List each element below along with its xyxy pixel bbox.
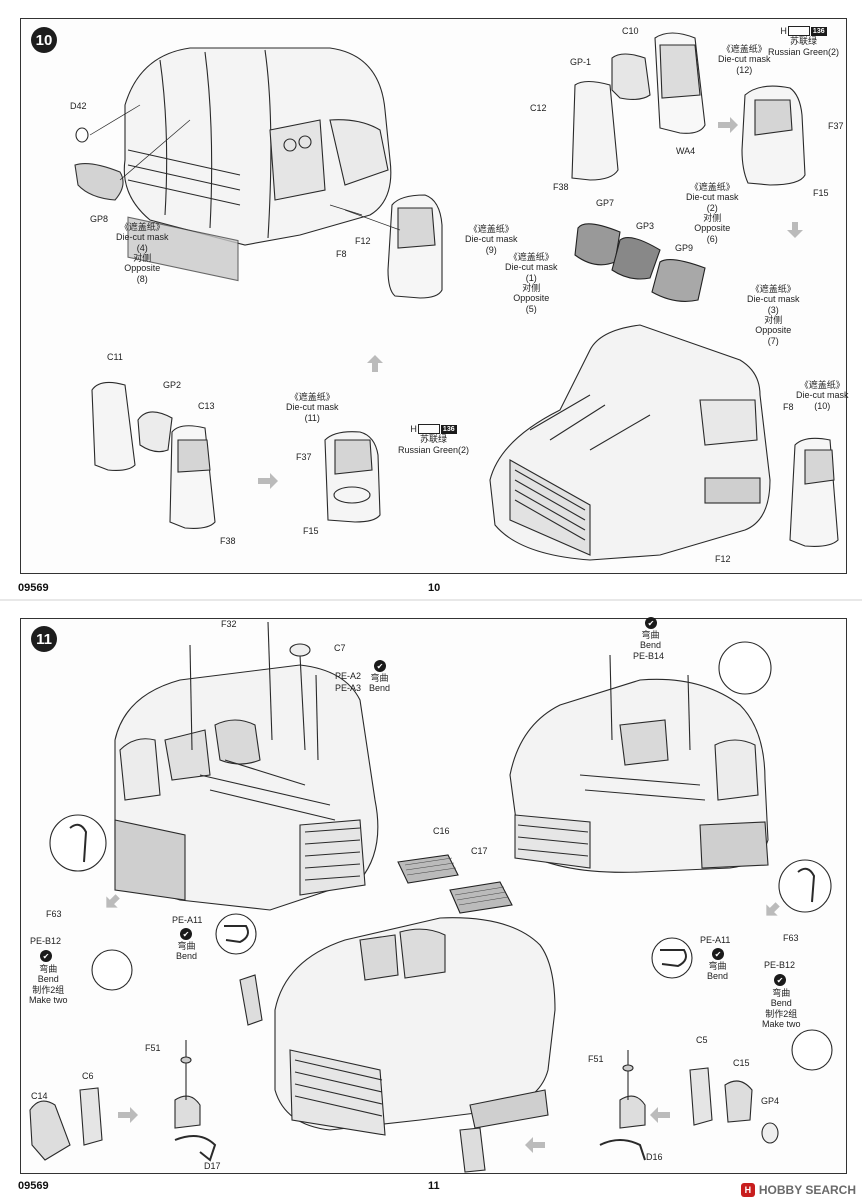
part-gp2: GP2: [163, 380, 182, 390]
part-d42: D42: [70, 101, 87, 111]
part-c6: C6: [82, 1071, 94, 1081]
part-d17: D17: [204, 1161, 221, 1171]
part-c7: C7: [334, 643, 346, 653]
part-f32: F32: [221, 619, 237, 629]
part-gp4: GP4: [761, 1096, 780, 1106]
part-c5: C5: [696, 1035, 708, 1045]
part-d16: D16: [646, 1152, 663, 1162]
part-c13: C13: [198, 401, 215, 411]
watermark-logo-icon: H: [740, 1183, 755, 1197]
part-c12: C12: [530, 103, 547, 113]
part-c16: C16: [433, 826, 450, 836]
part-gp3: GP3: [636, 221, 655, 231]
part-f63-left: F63: [46, 909, 62, 919]
mask-11: 《遮盖纸》Die-cut mask(11): [286, 392, 339, 423]
part-f37-left: F37: [296, 452, 312, 462]
mask-12: 《遮盖纸》Die-cut mask(12): [718, 44, 771, 75]
watermark: H HOBBY SEARCH: [740, 1183, 856, 1197]
part-f8-bottom: F8: [783, 402, 794, 412]
part-pe-b12-right: PE-B12: [764, 960, 796, 970]
part-f38-bottom: F38: [220, 536, 236, 546]
page-11: 11: [0, 600, 862, 1200]
bend-icon-right: ✔: [774, 974, 786, 986]
page-divider: [0, 599, 862, 601]
step-10-badge: 10: [31, 27, 57, 53]
part-pe-b12-left: PE-B12: [30, 936, 62, 946]
page-10: 10: [18, 18, 849, 594]
part-f12-bottom: F12: [715, 554, 731, 564]
part-pe-a3: PE-A3: [335, 683, 362, 693]
part-pe-a11-right: PE-A11: [700, 935, 731, 945]
part-f12-top: F12: [355, 236, 371, 246]
part-f38-top: F38: [553, 182, 569, 192]
mask-9: 《遮盖纸》Die-cut mask(9): [465, 224, 518, 255]
part-f51-left: F51: [145, 1043, 161, 1053]
part-c10: C10: [622, 26, 639, 36]
part-c11: C11: [107, 352, 123, 362]
part-gp8: GP8: [90, 214, 109, 224]
page-number-11: 11: [428, 1180, 440, 1192]
footer-code-10: 09569: [18, 582, 49, 594]
part-pe-a11-left: PE-A11: [172, 915, 203, 925]
mask-10: 《遮盖纸》Die-cut mask(10): [796, 380, 849, 411]
bend-icon-left: ✔: [40, 950, 52, 962]
part-pe-a2: PE-A2: [335, 671, 362, 681]
part-wa4: WA4: [676, 146, 696, 156]
part-c14: C14: [31, 1091, 48, 1101]
step-11-illustration: [29, 621, 833, 1173]
step-11-badge: 11: [31, 626, 57, 652]
part-gp9: GP9: [675, 243, 694, 253]
part-f8-top: F8: [336, 249, 347, 259]
part-f15-right: F15: [813, 188, 829, 198]
part-gp1: GP-1: [570, 57, 592, 67]
part-c15: C15: [733, 1058, 750, 1068]
part-f51-right: F51: [588, 1054, 604, 1064]
bend-icon-top-left: ✔: [374, 660, 386, 672]
step-10-illustration: [74, 32, 839, 561]
part-f37-right: F37: [828, 121, 844, 131]
footer-code-11: 09569: [18, 1180, 49, 1192]
part-f63-right: F63: [783, 933, 799, 943]
bend-icon-mid-right: ✔: [712, 948, 724, 960]
bend-icon-mid-left: ✔: [180, 928, 192, 940]
part-pe-b14: PE-B14: [633, 651, 665, 661]
part-c17: C17: [471, 846, 488, 856]
part-gp7: GP7: [596, 198, 615, 208]
bend-icon-top-right: ✔: [645, 617, 657, 629]
page-number-10: 10: [428, 582, 441, 594]
watermark-text: HOBBY SEARCH: [758, 1183, 856, 1197]
part-f15-left: F15: [303, 526, 319, 536]
